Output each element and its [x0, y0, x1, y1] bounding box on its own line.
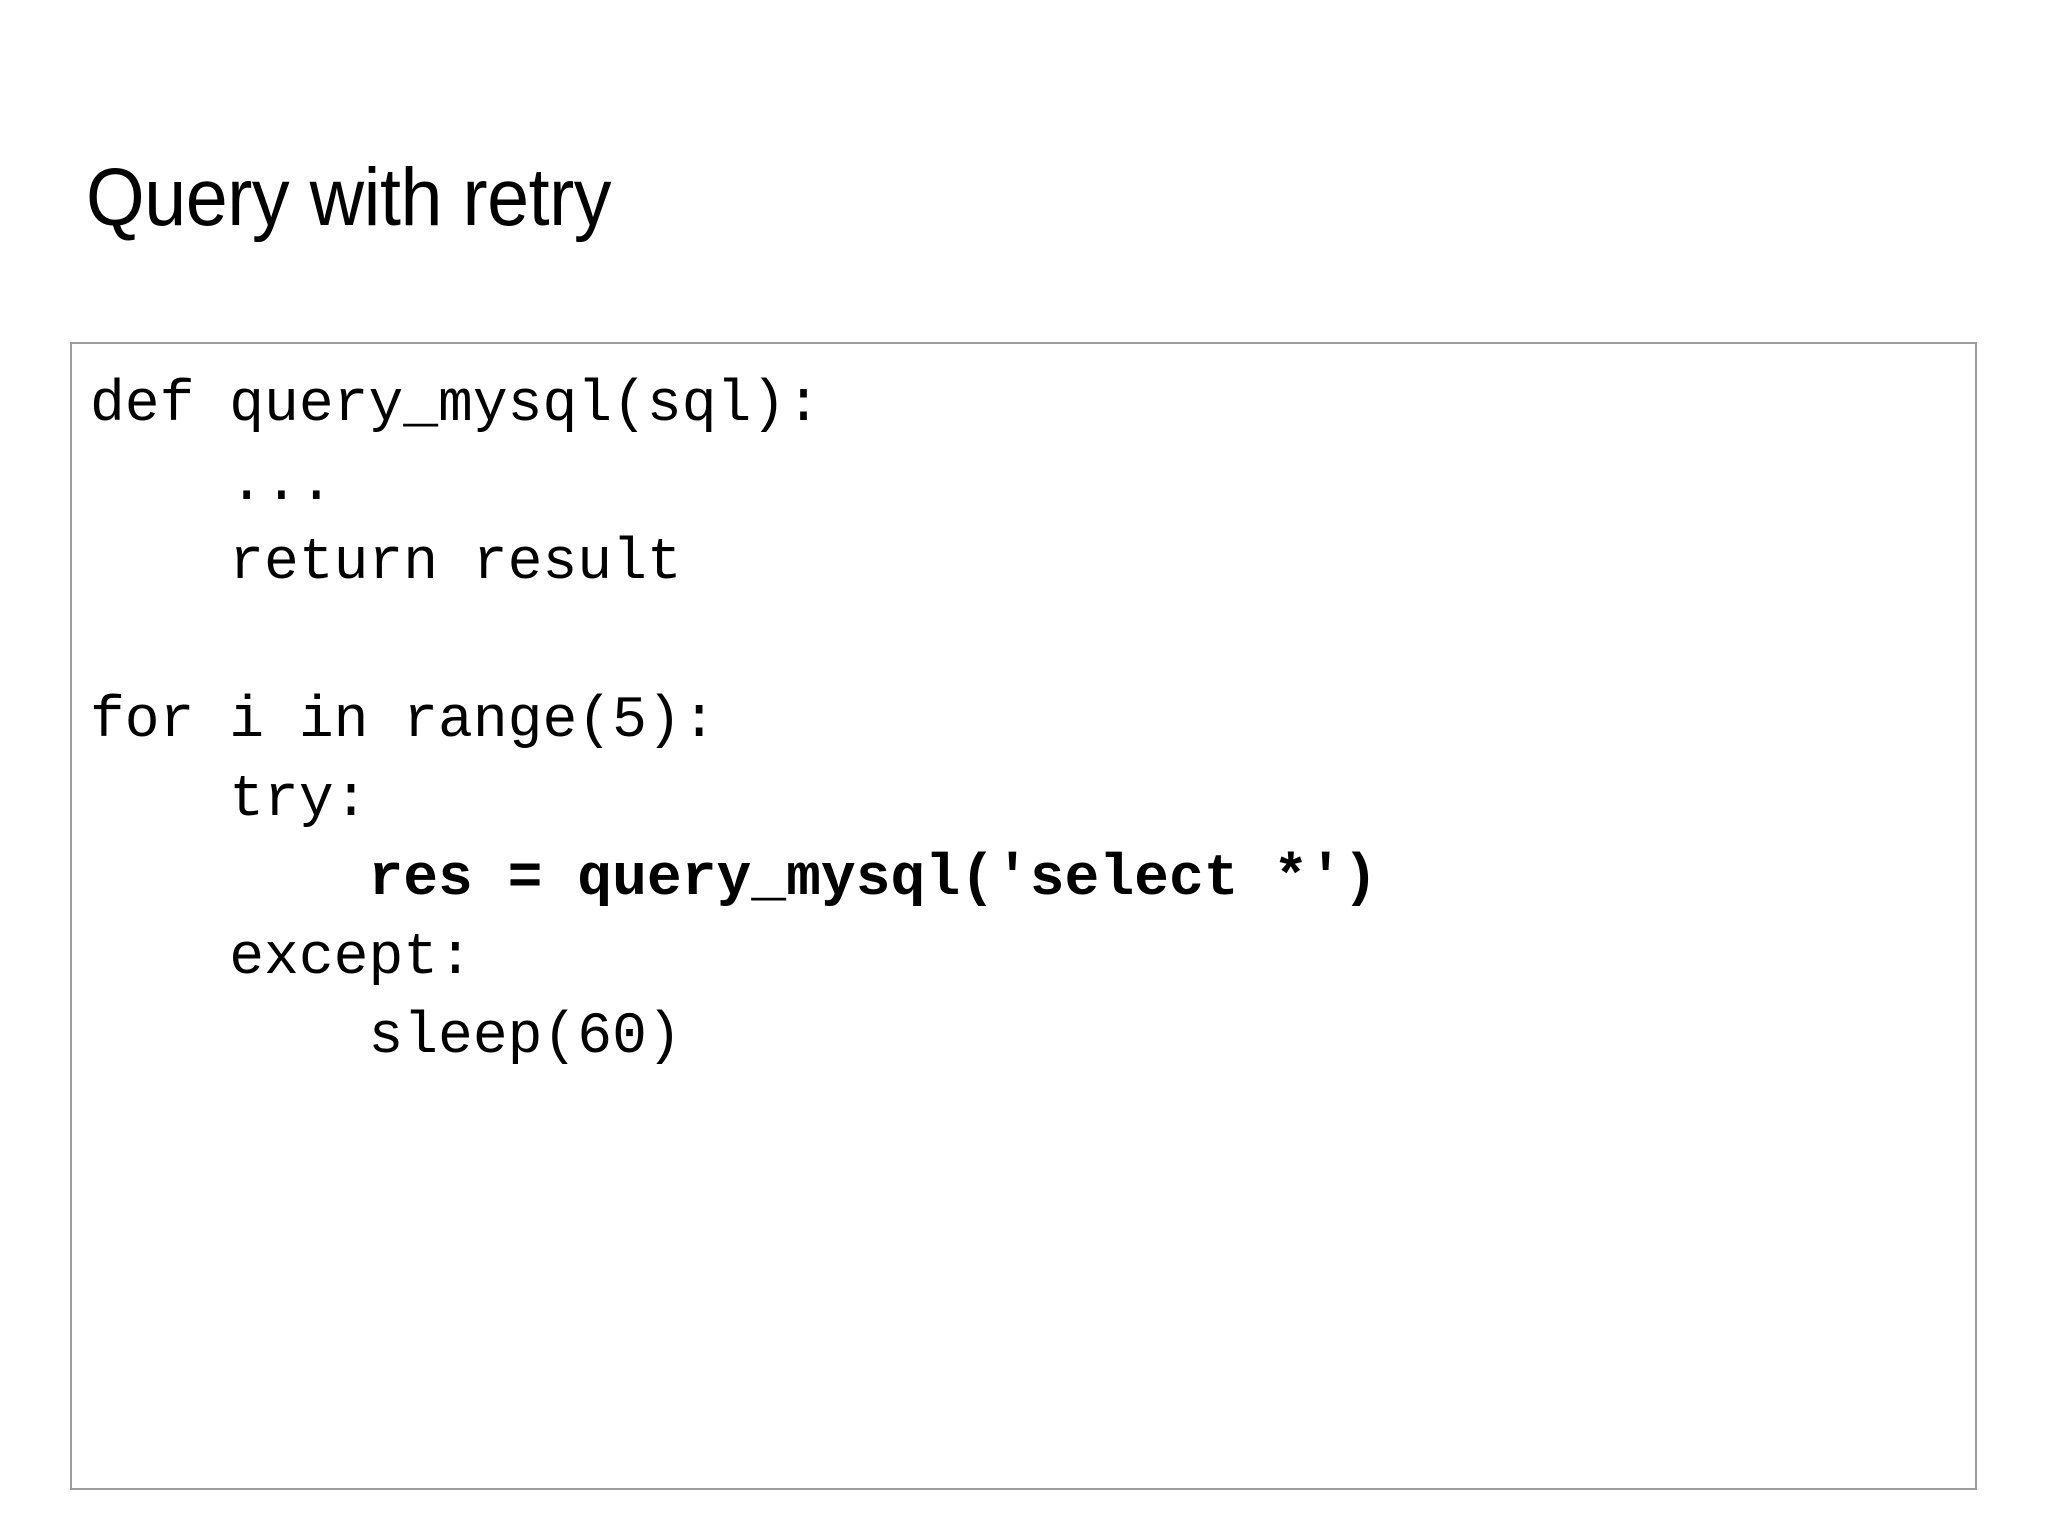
code-listing: def query_mysql(sql): ... return result f… — [90, 366, 1378, 1077]
code-line: try: — [90, 768, 369, 833]
code-line-blank — [90, 603, 1378, 682]
code-line: return result — [90, 531, 682, 596]
page-title: Query with retry — [86, 152, 612, 243]
code-line-highlighted: res = query_mysql('select *') — [90, 847, 1378, 912]
code-line: except: — [90, 926, 473, 991]
code-line: ... — [90, 452, 334, 517]
code-line: for i in range(5): — [90, 689, 717, 754]
code-line: def query_mysql(sql): — [90, 373, 821, 438]
code-line: sleep(60) — [90, 1005, 682, 1070]
code-block-container: def query_mysql(sql): ... return result f… — [70, 342, 1977, 1490]
